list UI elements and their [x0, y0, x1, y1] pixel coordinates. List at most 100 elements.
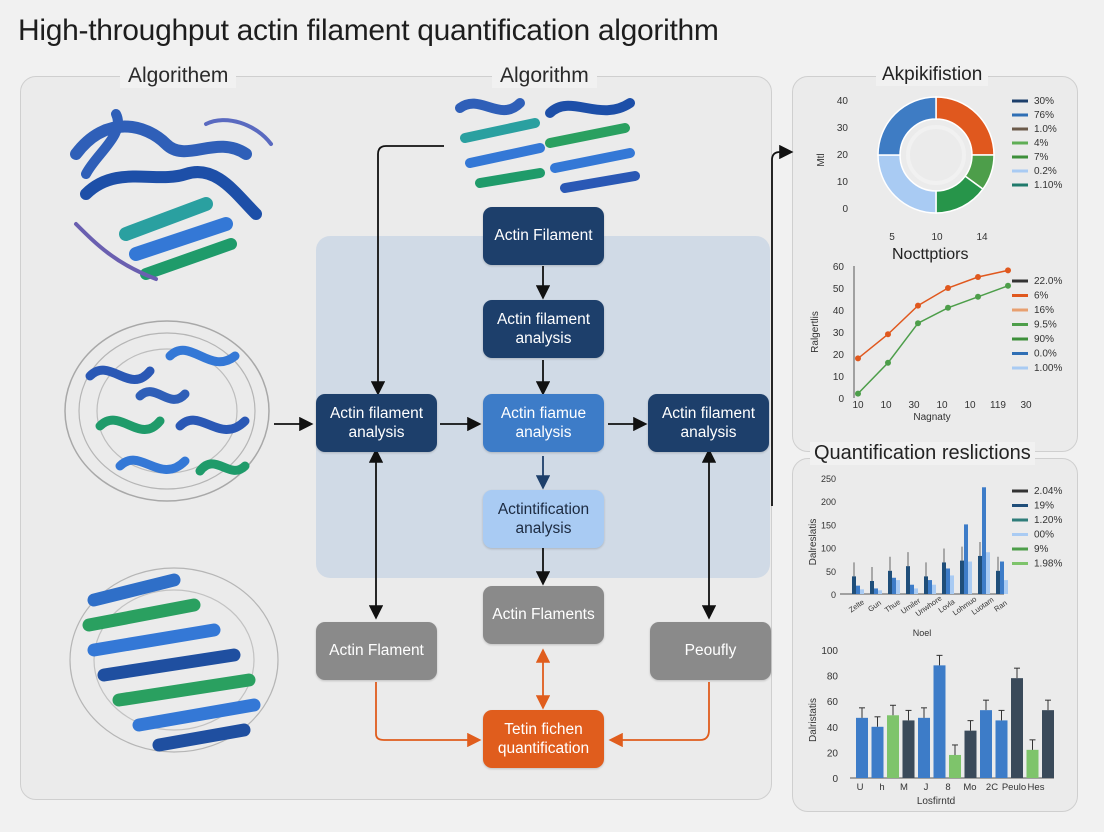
- data-point: [915, 302, 921, 309]
- legend-label: 16%: [1034, 305, 1054, 316]
- bar: [933, 665, 946, 778]
- y-tick-label: 20: [827, 748, 839, 759]
- legend-label: 76%: [1034, 110, 1054, 121]
- bar: [1004, 580, 1008, 594]
- page-title: High-throughput actin filament quantific…: [18, 14, 719, 47]
- y-tick-label: 40: [833, 306, 845, 317]
- bar: [946, 568, 950, 594]
- bar: [1011, 678, 1023, 778]
- box-actin-filament-analysis-left[interactable]: Actin filament analysis: [316, 394, 437, 452]
- y-tick-label: 40: [827, 723, 839, 734]
- data-point: [945, 304, 951, 311]
- box-actin-flament[interactable]: Actin Flament: [316, 622, 437, 680]
- y-tick-label: 30: [833, 328, 845, 339]
- y-tick-label: 200: [821, 497, 836, 507]
- x-tick-label: M: [900, 782, 908, 793]
- bar: [924, 576, 928, 594]
- bar: [928, 580, 932, 594]
- x-axis-label: Noel: [913, 628, 932, 638]
- legend-label: 9.5%: [1034, 320, 1057, 331]
- y-tick-label: 20: [833, 350, 845, 361]
- y-tick-label: 150: [821, 520, 836, 530]
- x-tick-label: Hes: [1028, 782, 1045, 793]
- x-tick-label: Mo: [963, 782, 976, 793]
- bar: [896, 580, 900, 594]
- series-line: [857, 269, 1009, 359]
- box-actin-filament-analysis-1[interactable]: Actin filament analysis: [483, 300, 604, 358]
- legend-label: 7%: [1034, 152, 1049, 163]
- center-panel-label: Algorithm: [492, 64, 597, 88]
- bar: [914, 588, 918, 594]
- y-tick-label: 250: [821, 474, 836, 484]
- x-tick-label: 10: [964, 400, 976, 411]
- box-actin-filament-top[interactable]: Actin Filament: [483, 207, 604, 265]
- legend-label: 1.20%: [1034, 515, 1062, 526]
- data-point: [855, 355, 861, 362]
- x-tick-label: 2C: [986, 782, 998, 793]
- legend-label: 6%: [1034, 291, 1049, 302]
- box-actin-fiamue-analysis[interactable]: Actin fiamue analysis: [483, 394, 604, 452]
- y-axis-label: Dalristatis: [808, 698, 819, 742]
- protein-structure-1: [70, 109, 273, 281]
- box-actintification-analysis[interactable]: Actintification analysis: [483, 490, 604, 548]
- left-panel-label: Algorithem: [120, 64, 237, 88]
- x-tick-label: 14: [976, 232, 988, 243]
- legend-label: 19%: [1034, 501, 1054, 512]
- box-quantification[interactable]: Tetin fichen quantification: [483, 710, 604, 768]
- series-line: [857, 285, 1009, 395]
- donut-chart-title: Akpikifistion: [876, 64, 989, 86]
- right-top-panel: [792, 76, 1078, 452]
- bar: [995, 720, 1008, 778]
- y-tick-label: 0: [842, 204, 848, 215]
- protein-structure-2: [64, 320, 270, 502]
- y-tick-label: 20: [837, 150, 849, 161]
- x-tick-label: 119: [990, 400, 1006, 411]
- data-point: [885, 331, 891, 338]
- donut-inner-ring: [906, 125, 966, 185]
- bar: [1026, 749, 1039, 778]
- x-tick-label: 10: [936, 400, 948, 411]
- bar: [964, 730, 977, 778]
- x-tick-label: U: [857, 782, 864, 793]
- results-section-title: Quantification reslictions: [810, 442, 1035, 465]
- legend-label: 00%: [1034, 530, 1054, 541]
- x-tick-label: J: [924, 782, 929, 793]
- bar: [982, 487, 986, 594]
- bar: [871, 726, 884, 778]
- y-tick-label: 0: [831, 590, 836, 600]
- legend-label: 0.2%: [1034, 166, 1057, 177]
- bar: [978, 555, 982, 594]
- x-tick-label: 30: [1020, 400, 1032, 411]
- legend-label: 90%: [1034, 334, 1054, 345]
- bar: [949, 754, 961, 778]
- y-tick-label: 60: [833, 262, 845, 273]
- bar: [887, 715, 899, 778]
- y-tick-label: 0: [838, 394, 844, 405]
- x-tick-label: 8: [945, 782, 950, 793]
- x-tick-label: Thue: [883, 597, 902, 614]
- box-peoufly[interactable]: Peoufly: [650, 622, 771, 680]
- x-tick-label: 10: [880, 400, 892, 411]
- y-tick-label: 100: [821, 646, 838, 657]
- box-actin-filament-analysis-right[interactable]: Actin filament analysis: [648, 394, 769, 452]
- legend-label: 0.0%: [1034, 349, 1057, 360]
- data-point: [885, 359, 891, 366]
- x-tick-label: 10: [852, 400, 864, 411]
- line-chart-title: Nocttptiors: [892, 246, 969, 263]
- data-point: [975, 293, 981, 300]
- bar: [860, 589, 864, 594]
- box-actin-flaments[interactable]: Actin Flaments: [483, 586, 604, 644]
- x-tick-label: Peulo: [1002, 782, 1026, 793]
- legend-label: 4%: [1034, 138, 1049, 149]
- data-point: [855, 390, 861, 397]
- bar: [918, 717, 930, 778]
- bar: [1042, 710, 1054, 778]
- y-tick-label: 10: [837, 177, 849, 188]
- x-tick-label: 10: [931, 232, 943, 243]
- legend-label: 1.98%: [1034, 559, 1062, 570]
- bar: [892, 577, 896, 594]
- bar: [870, 581, 874, 594]
